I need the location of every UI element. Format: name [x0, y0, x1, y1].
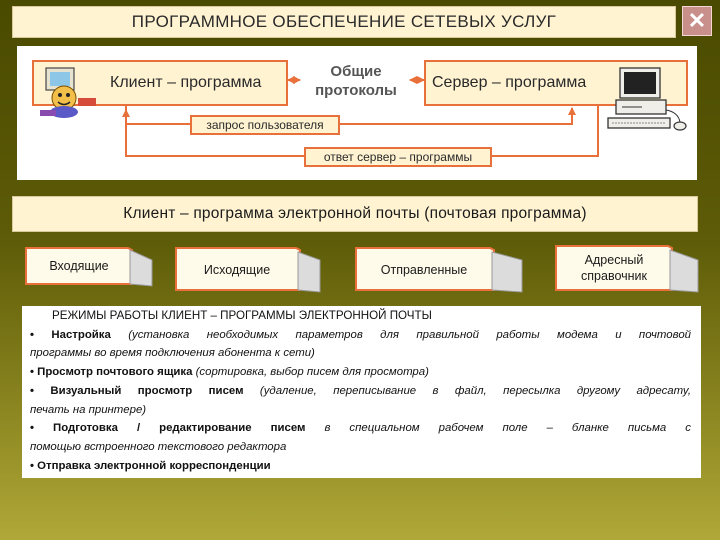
close-button[interactable]: ✕	[682, 6, 712, 36]
modes-heading: РЕЖИМЫ РАБОТЫ КЛИЕНТ – ПРОГРАММЫ ЭЛЕКТРО…	[52, 309, 432, 322]
mail-client-modes-panel: РЕЖИМЫ РАБОТЫ КЛИЕНТ – ПРОГРАММЫ ЭЛЕКТРО…	[22, 306, 701, 478]
folder-sent-label: Отправленные	[380, 262, 468, 277]
mode-edit-text-1: в специальном рабочем поле – бланке пись…	[305, 422, 691, 435]
address-book-label-1: Адресный	[584, 252, 644, 267]
mode-mailbox-text: (сортировка, выбор писем для просмотра)	[192, 366, 429, 379]
window-title-bar: ПРОГРАММНОЕ ОБЕСПЕЧЕНИЕ СЕТЕВЫХ УСЛУГ	[12, 6, 676, 38]
address-book-label-2: справочник	[581, 269, 647, 283]
window-title: ПРОГРАММНОЕ ОБЕСПЕЧЕНИЕ СЕТЕВЫХ УСЛУГ	[131, 12, 557, 31]
folder-address-book[interactable]: Адресный справочник	[558, 248, 670, 288]
mode-mailbox-title: • Просмотр почтового ящика	[30, 366, 193, 379]
mode-setup-text-2: программы во время подключения абонента …	[30, 347, 315, 360]
folder-sent[interactable]: Отправленные	[358, 252, 490, 288]
mode-visual-text-2: печать на принтере)	[30, 403, 147, 416]
mode-item-setup: • Настройка (установка необходимых парам…	[30, 326, 691, 345]
close-icon: ✕	[687, 8, 707, 33]
mail-client-title-band: Клиент – программа электронной почты (по…	[12, 196, 698, 232]
mode-item-mailbox: • Просмотр почтового ящика (сортировка, …	[30, 363, 691, 382]
folder-inbox[interactable]: Входящие	[28, 250, 130, 282]
mode-item-edit: • Подготовка / редактирование писем в сп…	[30, 419, 691, 438]
mode-visual-text-1: (удаление, переписывание в файл, пересыл…	[243, 384, 691, 397]
folder-inbox-label: Входящие	[49, 258, 109, 273]
mode-edit-text-2: помощью встроенного текстового редактора	[30, 440, 287, 453]
mode-item-send: • Отправка электронной корреспонденции	[30, 457, 691, 476]
protocols-line-1: Общие	[330, 63, 382, 80]
user-request-label: запрос пользователя	[206, 118, 324, 132]
common-protocols-label: Общие протоколы	[300, 62, 412, 100]
mode-edit-title: • Подготовка / редактирование писем	[30, 422, 306, 435]
folder-outbox-label: Исходящие	[203, 262, 271, 277]
user-request-box: запрос пользователя	[190, 115, 340, 135]
protocols-line-2: протоколы	[315, 82, 397, 99]
server-response-box: ответ сервер – программы	[304, 147, 492, 167]
mode-setup-text-1: (установка необходимых параметров для пр…	[110, 328, 691, 341]
mode-visual-title: • Визуальный просмотр писем	[30, 384, 244, 397]
diagram-connectors	[122, 76, 599, 157]
folder-shapes	[25, 245, 699, 293]
mode-setup-title: • Настройка	[30, 328, 111, 341]
desktop-computer-icon	[607, 67, 687, 131]
server-program-label: Сервер – программа	[432, 74, 587, 91]
client-program-label: Клиент – программа	[110, 74, 262, 91]
mode-send-title: • Отправка электронной корреспонденции	[30, 459, 271, 472]
server-response-label: ответ сервер – программы	[323, 150, 473, 164]
folder-outbox[interactable]: Исходящие	[178, 252, 296, 288]
mode-item-visual: • Визуальный просмотр писем (удаление, п…	[30, 382, 691, 401]
cartoon-user-computer-icon	[40, 67, 96, 118]
mail-client-title: Клиент – программа электронной почты (по…	[123, 205, 587, 222]
client-program-box: Клиент – программа	[32, 60, 288, 106]
